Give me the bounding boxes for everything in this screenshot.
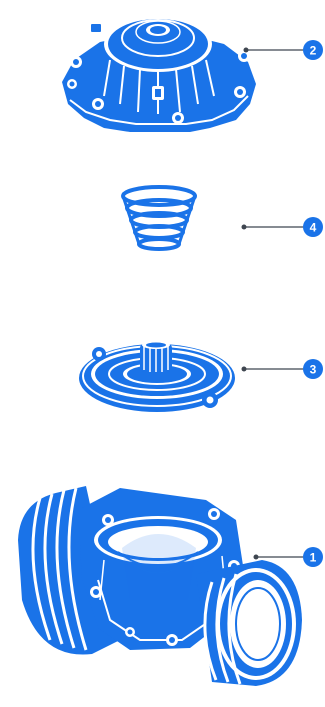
callout-cover: 2	[244, 40, 324, 60]
diaphragm-hub	[140, 341, 172, 372]
valve-body-part	[18, 486, 302, 686]
callout-number: 3	[310, 363, 317, 377]
callout-diaphragm: 3	[242, 359, 324, 379]
callout-number: 2	[310, 44, 317, 58]
callout-number: 4	[310, 221, 317, 235]
valve-cover-part	[62, 16, 256, 132]
body-right-thread	[196, 560, 302, 686]
spring-part	[123, 187, 195, 249]
callout-spring: 4	[242, 217, 324, 237]
callout-number: 1	[310, 551, 317, 565]
diaphragm-part	[79, 341, 235, 412]
